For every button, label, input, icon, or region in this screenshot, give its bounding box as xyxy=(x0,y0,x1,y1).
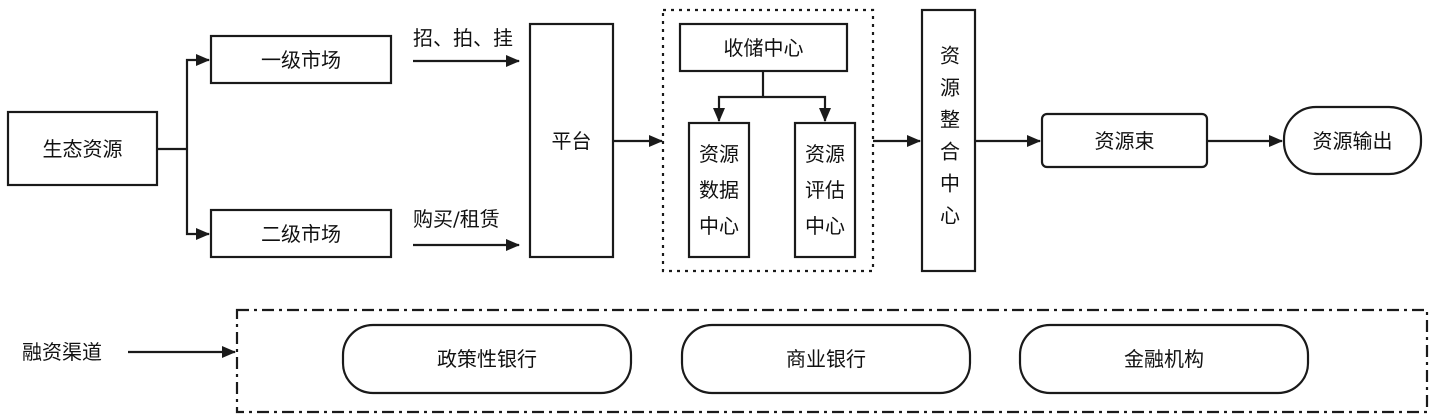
edge-to-secondary xyxy=(185,149,210,240)
node-resource-data-center: 资源数据中心 xyxy=(699,142,739,238)
node-platform: 平台 xyxy=(551,128,592,153)
eco-resource-box xyxy=(6,110,159,187)
resource-eval-center-box xyxy=(793,121,857,259)
edge-to-primary xyxy=(185,54,210,149)
node-eco-resource: 生态资源 xyxy=(42,136,123,161)
storage-group-frame xyxy=(661,8,875,273)
channel-commercial-bank: 商业银行 xyxy=(786,347,866,371)
channel-financial-institution: 金融机构 xyxy=(1124,347,1204,371)
financing-group-frame xyxy=(235,308,1429,414)
edge-to-eval-center xyxy=(763,95,831,122)
financing-label: 融资渠道 xyxy=(22,340,102,364)
channel-box-commercial-bank xyxy=(680,323,972,395)
edge-label-primary: 招、拍、挂 xyxy=(413,26,513,50)
resource-output-box xyxy=(1282,105,1423,176)
storage-center-box xyxy=(678,22,849,73)
integration-center-box xyxy=(920,8,977,273)
node-integration-center-text: 资源整合中心 xyxy=(936,44,961,237)
node-resource-eval-center: 资源评估中心 xyxy=(805,142,845,238)
node-storage-center: 收储中心 xyxy=(723,35,804,60)
node-resource-bundle: 资源束 xyxy=(1094,128,1155,153)
node-integration-center: 资源整合中心 xyxy=(922,10,975,271)
channel-box-financial-institution xyxy=(1018,323,1310,395)
node-resource-output: 资源输出 xyxy=(1312,128,1393,153)
channel-box-policy-bank xyxy=(341,323,633,395)
primary-market-box xyxy=(209,34,393,85)
resource-data-center-box xyxy=(687,121,751,259)
node-primary-market: 一级市场 xyxy=(261,47,341,72)
edge-label-secondary: 购买/租赁 xyxy=(413,207,500,231)
secondary-market-box xyxy=(209,208,393,259)
node-secondary-market: 二级市场 xyxy=(261,221,341,246)
edge-to-data-center xyxy=(713,95,763,122)
channel-policy-bank: 政策性银行 xyxy=(437,347,537,371)
